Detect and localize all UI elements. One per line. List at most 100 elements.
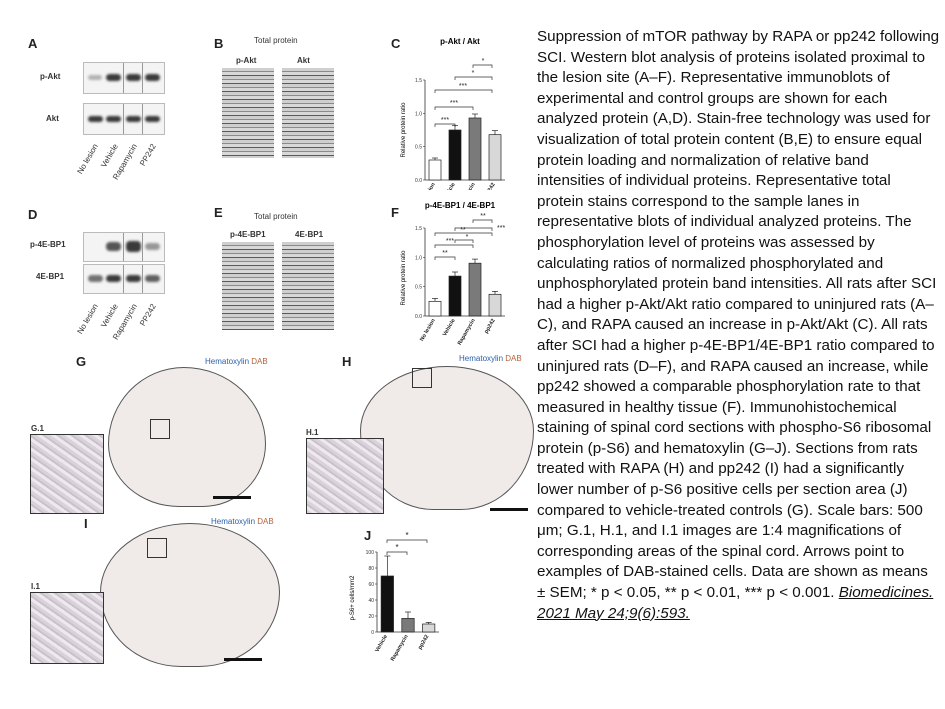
y-tick-label: 1.5 <box>415 78 422 84</box>
x-tick-label-1: Rapamycin <box>390 633 410 662</box>
x-tick-label-3: pp242 <box>484 182 497 190</box>
stain-legend-g: Hematoxylin DAB <box>205 357 268 366</box>
total-protein-title-e: Total protein <box>254 212 298 221</box>
bar-0 <box>380 575 394 633</box>
y-tick-label: 60 <box>368 582 374 588</box>
chart-c-ylabel: Relative protein ratio <box>401 102 407 158</box>
chart-c-title: p-Akt / Akt <box>440 37 480 46</box>
y-tick-label: 0 <box>371 630 374 636</box>
panel-label-j: J <box>364 528 372 543</box>
x-tick-label-2: Rapamycin <box>457 317 477 346</box>
panel-label-c: C <box>391 36 401 51</box>
y-tick-label: 0.5 <box>415 145 422 151</box>
inset-image-h1 <box>306 438 384 514</box>
total-protein-lanes-akt <box>282 68 334 158</box>
tp-group-p-4e-bp1: p-4E-BP1 <box>230 230 266 239</box>
panel-label-g: G <box>76 354 87 369</box>
panel-label-b: B <box>214 36 224 51</box>
y-tick-label: 80 <box>368 566 374 572</box>
chart-c: p-Akt / Akt *** *** *** * * Relative pro… <box>401 37 505 190</box>
chart-j-sig-1: * <box>405 531 408 540</box>
chart-c-sig-0: *** <box>441 117 449 124</box>
scale-bar-i <box>224 658 262 661</box>
stain-legend-i: Hematoxylin DAB <box>211 517 274 526</box>
panel-label-i: I <box>84 516 88 531</box>
y-tick-label: 0.5 <box>415 285 422 291</box>
inset-label-i1: I.1 <box>31 582 40 591</box>
bar-1 <box>401 618 415 633</box>
blot-akt <box>83 103 165 135</box>
blot-4e-bp1 <box>83 264 165 294</box>
bar-3 <box>488 293 502 317</box>
x-tick-label-0: No lesion <box>419 317 437 342</box>
total-protein-title-b: Total protein <box>254 36 298 45</box>
stain-dab-i: DAB <box>257 517 274 526</box>
blot-p-4e-bp1 <box>83 232 165 262</box>
bar-3 <box>488 134 502 181</box>
total-protein-lanes-p-akt <box>222 68 274 158</box>
chart-f-sig-4: *** <box>497 225 505 232</box>
chart-c-sig-1: *** <box>450 100 458 107</box>
inset-image-i1 <box>30 592 104 664</box>
chart-f-sig-brackets <box>434 219 493 260</box>
caption-text: Suppression of mTOR pathway by RAPA or p… <box>537 28 940 602</box>
y-tick-label: 100 <box>366 550 375 556</box>
panel-label-e: E <box>214 205 223 220</box>
x-tick-label-1: Vehicle <box>442 182 457 190</box>
spinal-cord-section-h <box>360 366 534 510</box>
x-tick-label-2: Rapamycin <box>457 181 477 190</box>
tp-group-p-akt: p-Akt <box>236 56 257 65</box>
chart-c-sig-3: * <box>472 70 475 77</box>
panel-label-f: F <box>391 205 399 220</box>
chart-j-sig-0: * <box>395 543 398 552</box>
chart-f-sig-1: *** <box>446 238 454 245</box>
spinal-cord-section-i <box>100 523 280 667</box>
scale-bar-h <box>490 508 528 511</box>
chart-j-ylabel: p-S6+ cells/mm2 <box>350 575 356 621</box>
row-label-p-4e-bp1: p-4E-BP1 <box>30 240 66 249</box>
tp-group-akt: Akt <box>297 56 310 65</box>
chart-c-sig-4: * <box>482 58 485 65</box>
spinal-cord-section-g <box>108 367 266 507</box>
chart-f-ylabel: Relative protein ratio <box>401 250 407 306</box>
chart-c-sig-2: *** <box>459 83 467 90</box>
magnification-box-g <box>150 419 170 439</box>
bar-2 <box>468 117 482 181</box>
chart-f: p-4E-BP1 / 4E-BP1 ** *** ** * *** ** Rel… <box>401 201 505 346</box>
stain-hematoxylin-g: Hematoxylin <box>205 357 250 366</box>
tp-group-4e-bp1: 4E-BP1 <box>295 230 324 239</box>
panel-label-h: H <box>342 354 352 369</box>
scale-bar-g <box>213 496 251 499</box>
panel-label-d: D <box>28 207 38 222</box>
y-tick-label: 20 <box>368 614 374 620</box>
bar-2 <box>468 262 482 317</box>
bar-1 <box>448 129 462 181</box>
row-label-akt: Akt <box>46 114 59 123</box>
magnification-box-h <box>412 368 432 388</box>
inset-image-g1 <box>30 434 104 514</box>
blot-p-akt <box>83 62 165 94</box>
total-protein-lanes-4e-bp1 <box>282 242 334 330</box>
chart-f-sig-5: ** <box>480 213 486 220</box>
panel-label-a: A <box>28 36 38 51</box>
chart-f-sig-0: ** <box>442 250 448 257</box>
x-tick-label-1: Vehicle <box>442 318 457 337</box>
stain-hematoxylin-h: Hematoxylin <box>459 354 504 363</box>
bar-0 <box>428 300 442 317</box>
y-tick-label: 1.5 <box>415 226 422 232</box>
x-tick-label-2: pp242 <box>417 634 430 651</box>
row-label-4e-bp1: 4E-BP1 <box>36 272 65 281</box>
x-tick-label-3: pp242 <box>484 318 497 335</box>
bar-2 <box>422 623 436 633</box>
chart-f-title: p-4E-BP1 / 4E-BP1 <box>425 201 496 210</box>
figure-caption: Suppression of mTOR pathway by RAPA or p… <box>537 27 940 624</box>
x-tick-label-0: Vehicle <box>374 634 389 653</box>
y-tick-label: 40 <box>368 598 374 604</box>
y-tick-label: 0.0 <box>415 314 422 320</box>
chart-f-sig-3: * <box>466 234 469 241</box>
citation-link[interactable]: Biomedicines. 2021 May 24;9(6):593. <box>537 584 934 622</box>
stain-legend-h: Hematoxylin DAB <box>459 354 522 363</box>
row-label-p-akt: p-Akt <box>40 72 61 81</box>
stain-dab-g: DAB <box>251 357 268 366</box>
